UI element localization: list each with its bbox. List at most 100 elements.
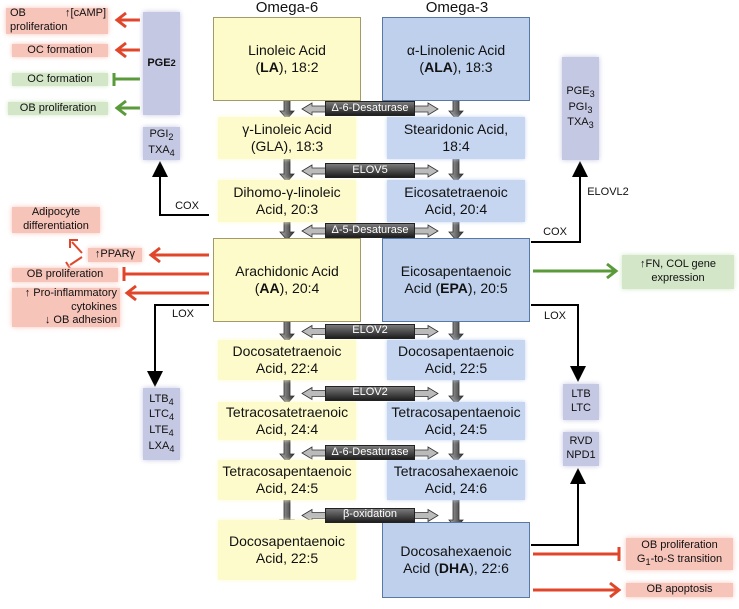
t: ), 18:3 (452, 59, 493, 75)
acid-formula: Acid, 24:4 (255, 421, 319, 437)
ltb: LTB (571, 388, 591, 401)
acid-name: Arachidonic Acid (235, 262, 339, 279)
acid-formula: Acid, 22:5 (424, 360, 488, 376)
red-arrow-camp (114, 11, 140, 29)
red-inhibit-dha (533, 547, 621, 561)
ob-proliferation-red: OB proliferation (12, 268, 118, 282)
npd1: NPD1 (566, 449, 596, 461)
t: PGE (566, 85, 590, 98)
t: ↑[cAMP] (65, 7, 106, 20)
ob-proliferation-green: OB proliferation (8, 102, 108, 115)
t: PGI (149, 127, 169, 140)
acid-name: Eicosapentaenoic (400, 262, 512, 279)
pge3-box: PGE3 PGI3 TXA3 (562, 57, 599, 160)
acid-name: Docosahexaenoic (400, 542, 512, 559)
ob-camp-box: OB↑[cAMP] proliferation (6, 7, 108, 34)
acid-name: Linoleic Acid (248, 41, 326, 58)
omega6-acid-box: Linoleic Acid(LA), 18:2 (213, 17, 361, 101)
cox-right-line (531, 161, 588, 243)
sub: 4 (169, 147, 175, 158)
enzyme-label: β-oxidation (325, 507, 415, 523)
t: ), 20:4 (279, 280, 320, 296)
ltb4: LTB4 (149, 393, 173, 409)
ppar-to-adipocyte (69, 239, 83, 254)
ltc4: LTC4 (149, 408, 174, 424)
acid-formula: Acid, 20:3 (255, 201, 319, 217)
t: OB proliferation (641, 539, 718, 552)
omega6-acid-box: γ-Linoleic Acid(GLA), 18:3 (218, 117, 356, 159)
t: expression (651, 272, 705, 284)
acid-name: Tetracosapentaenoic (391, 403, 521, 420)
acid-abbrev-line: (ALA), 18:3 (419, 59, 492, 77)
ltc: LTC (571, 402, 591, 414)
omega6-acid-box: Arachidonic Acid(AA), 20:4 (213, 238, 361, 322)
t: ), 20:5 (467, 280, 508, 296)
t: OB (10, 7, 26, 20)
enzyme-label: ELOV5 (325, 163, 415, 178)
acid-formula: Acid, 20:4 (424, 201, 488, 217)
sub: 1 (645, 557, 651, 568)
lte4: LTE4 (149, 424, 173, 440)
cox-right-label: COX (543, 226, 567, 239)
omega6-header: Omega-6 (255, 0, 319, 16)
acid-abbrev-line: (AA), 20:4 (255, 280, 320, 298)
omega3-acid-box: α-Linolenic Acid(ALA), 18:3 (382, 17, 530, 101)
txa3: TXA3 (567, 116, 594, 132)
omega3-acid-box: Stearidonic Acid,18:4 (387, 117, 525, 159)
acid-abbrev-line: Acid (DHA), 22:6 (403, 560, 509, 578)
enzyme-label: Δ-5-Desaturase (325, 223, 415, 238)
t: LTB (149, 392, 169, 405)
acid-name: Tetracosatetraenoic (225, 403, 349, 420)
acid-name: α-Linolenic Acid (406, 41, 506, 58)
acid-name: Tetracosapentaenoic (222, 462, 352, 479)
red-arrow-proinfl (124, 284, 209, 302)
omega3-header: Omega-3 (425, 0, 489, 16)
lox-right-label: LOX (543, 310, 566, 323)
sub: 4 (169, 443, 175, 454)
t: Adipocyte (31, 206, 81, 219)
cox-left-line (152, 161, 209, 216)
t: LXA (148, 439, 170, 452)
t: PGI (568, 100, 588, 113)
acid-formula: Acid, 24:5 (424, 421, 488, 437)
acid-abbrev: DHA (438, 560, 470, 576)
red-arrow-apoptosis (533, 581, 622, 599)
red-inhibit-ob (122, 267, 209, 281)
t: -to-S transition (650, 553, 723, 566)
txa4: TXA4 (148, 144, 175, 160)
acid-name: Tetracosahexaenoic (393, 462, 519, 479)
t: LTC (148, 408, 169, 421)
acid-abbrev: AA (259, 280, 280, 296)
oc-formation-red: OC formation (12, 44, 108, 57)
t: ( (255, 59, 261, 75)
acid-name: Eicosatetraenoic (404, 183, 508, 200)
red-arrow-oc (114, 41, 140, 59)
t: TXA (148, 143, 170, 156)
sub: 3 (589, 89, 595, 100)
t: LTE (149, 424, 169, 436)
sub: 2 (168, 132, 174, 143)
dha-lox-line (531, 468, 586, 546)
acid-name: γ-Linoleic Acid (242, 120, 332, 137)
t: Acid ( (403, 560, 439, 576)
sub: 4 (168, 412, 175, 423)
rvd: RVD (569, 435, 593, 448)
t: differentiation (23, 220, 89, 232)
acid-abbrev: LA (260, 59, 279, 75)
pge3: PGE3 (566, 85, 594, 101)
acid-formula: (GLA), 18:3 (250, 138, 324, 154)
t: cytokines (71, 300, 117, 313)
t: ), 18:2 (278, 59, 319, 75)
t: Acid ( (404, 280, 441, 296)
